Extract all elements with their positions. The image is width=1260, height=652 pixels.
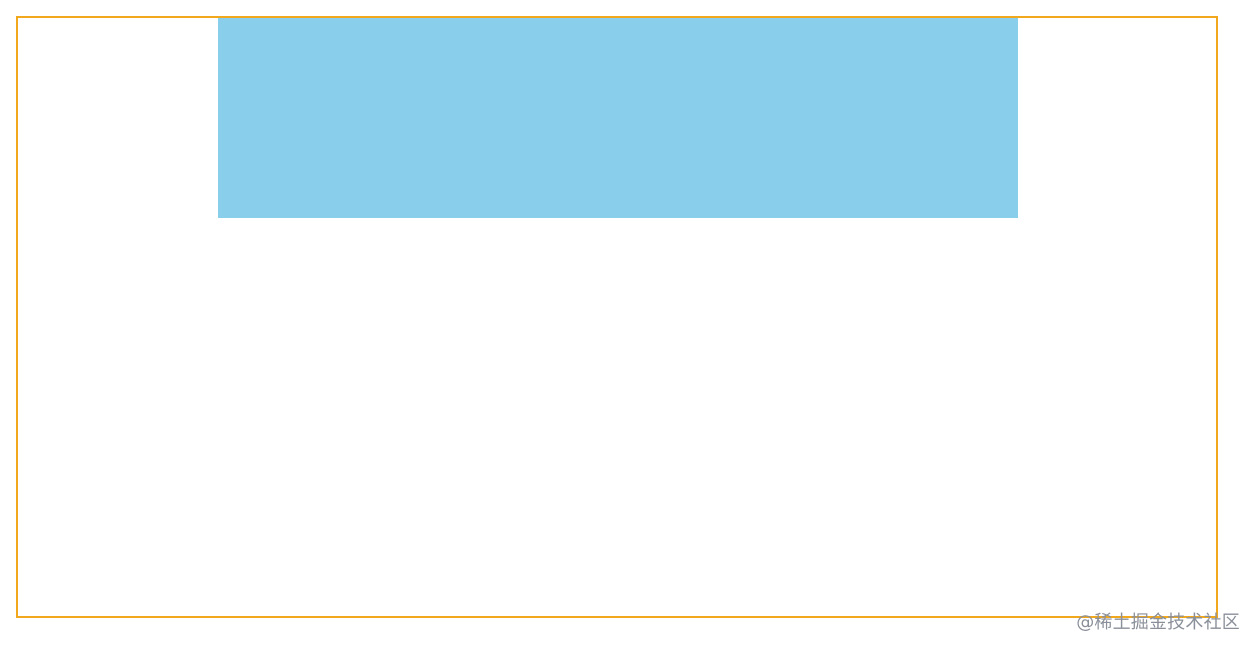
inner-box xyxy=(218,18,1018,218)
watermark-text: @稀土掘金技术社区 xyxy=(1076,612,1240,633)
outer-container xyxy=(16,16,1218,618)
